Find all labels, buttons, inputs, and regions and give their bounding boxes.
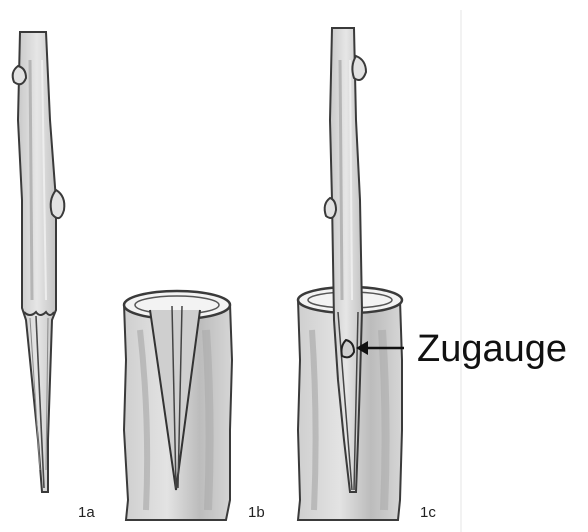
zugauge-bud [342, 340, 355, 357]
bud-1c-upper [352, 56, 366, 80]
panel-1c-assembled [298, 28, 404, 520]
bud-1a-lower [51, 190, 65, 218]
panel-1b-rootstock [124, 291, 232, 520]
zugauge-callout-label: Zugauge [417, 328, 567, 371]
panel-label-1a: 1a [78, 504, 95, 521]
panel-label-1c: 1c [420, 504, 436, 521]
panel-label-1b: 1b [248, 504, 265, 521]
panel-1a-scion [13, 32, 65, 492]
bud-1a-upper [13, 66, 26, 84]
bud-1c-middle [325, 198, 336, 218]
